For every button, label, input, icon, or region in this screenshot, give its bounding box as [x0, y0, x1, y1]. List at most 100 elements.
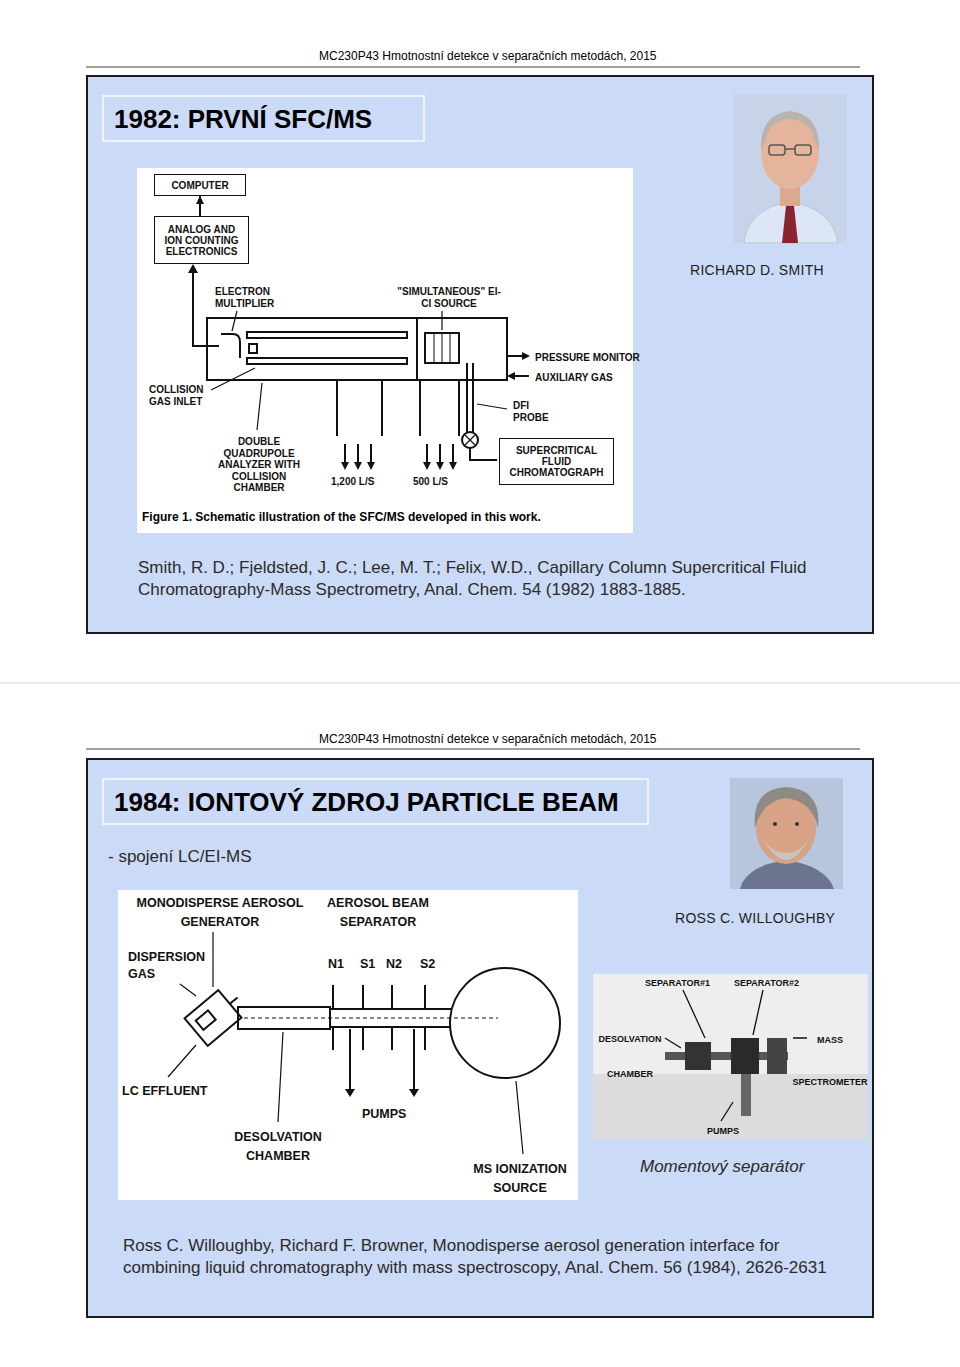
portrait-photo: [795, 145, 811, 155]
schematic-box: COMPUTER: [154, 174, 246, 196]
particle-beam-schematic: [450, 968, 560, 1078]
particle-beam-schematic: [196, 1010, 216, 1029]
sfc-ms-schematic: [462, 432, 478, 448]
part-label: S2: [420, 955, 435, 974]
sfc-ms-schematic: [515, 375, 529, 377]
portrait-photo: [785, 148, 795, 150]
part-label: MS IONIZATION SOURCE: [460, 1160, 580, 1198]
portrait-photo: [744, 202, 838, 243]
part-label: LC EFFLUENT: [122, 1082, 207, 1101]
dimension-label: 500 L/S: [413, 476, 448, 488]
particle-beam-schematic: [168, 932, 560, 1154]
part-label: DFI PROBE: [513, 400, 553, 424]
slide-background: [86, 75, 874, 634]
portrait-photo: [769, 145, 785, 155]
slide-title-text: 1984: IONTOVÝ ZDROJ PARTICLE BEAM: [114, 787, 619, 817]
sfc-ms-schematic: [337, 380, 459, 436]
photo-label: SEPARATOR#2: [734, 978, 799, 989]
portrait-photo: [755, 787, 819, 828]
portrait-photo: [740, 860, 834, 889]
sfc-ms-schematic: [249, 344, 257, 353]
sfc-ms-schematic: [434, 333, 450, 363]
particle-beam-schematic: [330, 1009, 451, 1027]
separator-photo: [731, 1038, 759, 1074]
part-label: S1: [360, 955, 375, 974]
slide-panel: Smith, R. D.; Fjeldsted, J. C.; Lee, M. …: [86, 75, 874, 634]
separator-photo: [685, 1042, 711, 1070]
figure-caption: Figure 1. Schematic illustration of the …: [142, 510, 632, 525]
photo-label: DESOLVATION CHAMBER: [596, 1022, 664, 1092]
sfc-ms-schematic: [345, 444, 453, 462]
photo-label: MASS SPECTROMETER: [791, 1019, 869, 1103]
sfc-ms-schematic: [367, 462, 375, 470]
portrait-photo: [763, 838, 809, 860]
separator-photo: [767, 1038, 787, 1074]
particle-beam-schematic: [185, 984, 250, 1046]
particle-beam-schematic: [333, 985, 425, 1050]
schematic-box: ANALOG AND ION COUNTING ELECTRONICS: [154, 216, 249, 264]
separator-photo: [593, 974, 868, 1139]
photo-panel: SEPARATOR#1 SEPARATOR#2DESOLVATION CHAMBE…: [595, 976, 870, 1141]
sfc-ms-schematic: [341, 462, 349, 470]
sfc-ms-schematic: [188, 264, 198, 273]
sfc-ms-schematic: [221, 334, 240, 358]
portrait-photo: [730, 778, 843, 889]
sfc-ms-schematic: [207, 318, 507, 380]
photo-caption: Momentový separátor: [640, 1156, 804, 1178]
portrait-photo: [773, 822, 777, 826]
page-header: MC230P43 Hmotnostní detekce v separačníc…: [319, 49, 657, 63]
part-label: "SIMULTANEOUS" EI-CI SOURCE: [397, 286, 501, 310]
signal-arrow: [199, 196, 201, 216]
slide-title: 1982: PRVNÍ SFC/MS: [102, 95, 425, 142]
sfc-ms-schematic: [449, 462, 457, 470]
particle-beam-schematic: [345, 1089, 355, 1097]
sfc-ms-schematic: [507, 372, 515, 380]
portrait-photo: [761, 111, 819, 150]
part-label: AUXILIARY GAS: [535, 372, 613, 384]
slide-title-text: 1982: PRVNÍ SFC/MS: [114, 104, 372, 134]
illustration: [86, 749, 860, 750]
figure-background: [137, 168, 633, 533]
citation: Ross C. Willoughby, Richard F. Browner, …: [123, 1235, 843, 1279]
portrait-photo: [734, 94, 846, 243]
part-label: DISPERSION GAS: [128, 949, 218, 983]
portrait-photo: [730, 778, 843, 889]
slide-title: 1984: IONTOVÝ ZDROJ PARTICLE BEAM: [102, 778, 649, 825]
particle-beam-schematic: [230, 997, 238, 1003]
box-text: SUPERCRITICAL FLUID CHROMATOGRAPH: [503, 445, 610, 478]
portrait-photo: [782, 206, 798, 243]
sfc-ms-schematic: [211, 311, 507, 430]
person-name: RICHARD D. SMITH: [690, 261, 824, 279]
dimension-label: 1,200 L/S: [331, 476, 374, 488]
schematic-box: SUPERCRITICAL FLUID CHROMATOGRAPH: [499, 438, 614, 485]
photo-label: SEPARATOR#1: [645, 978, 710, 989]
box-text: COMPUTER: [171, 180, 228, 191]
sfc-ms-schematic: [416, 318, 418, 380]
figure-background: [118, 890, 578, 1200]
subtitle: - spojení LC/EI-MS: [108, 846, 252, 868]
slide-panel: Ross C. Willoughby, Richard F. Browner, …: [86, 758, 874, 1318]
slide-background: [86, 758, 874, 1318]
part-label: PUMPS: [362, 1105, 406, 1124]
portrait-photo: [795, 822, 799, 826]
sfc-ms-schematic: [423, 462, 431, 470]
part-label: COLLISION GAS INLET: [149, 384, 215, 408]
illustration: [0, 683, 960, 684]
separator-photo: [665, 990, 807, 1121]
sfc-ms-schematic: [467, 363, 473, 432]
sfc-ms-schematic: [470, 448, 497, 460]
separator-photo: [593, 974, 868, 1139]
part-label: ELECTRON MULTIPLIER: [215, 286, 285, 310]
part-label: DESOLVATION CHAMBER: [228, 1128, 328, 1166]
box-text: ANALOG AND ION COUNTING ELECTRONICS: [158, 224, 245, 257]
sfc-ms-schematic: [354, 462, 362, 470]
citation: Smith, R. D.; Fjeldsted, J. C.; Lee, M. …: [138, 557, 828, 601]
figure-panel: MONODISPERSE AEROSOL GENERATORAEROSOL BE…: [120, 892, 580, 1202]
part-label: N2: [386, 955, 402, 974]
part-label: PRESSURE MONITOR: [535, 352, 640, 364]
part-label: AEROSOL BEAM SEPARATOR: [316, 894, 440, 932]
sfc-ms-schematic: [522, 352, 530, 360]
